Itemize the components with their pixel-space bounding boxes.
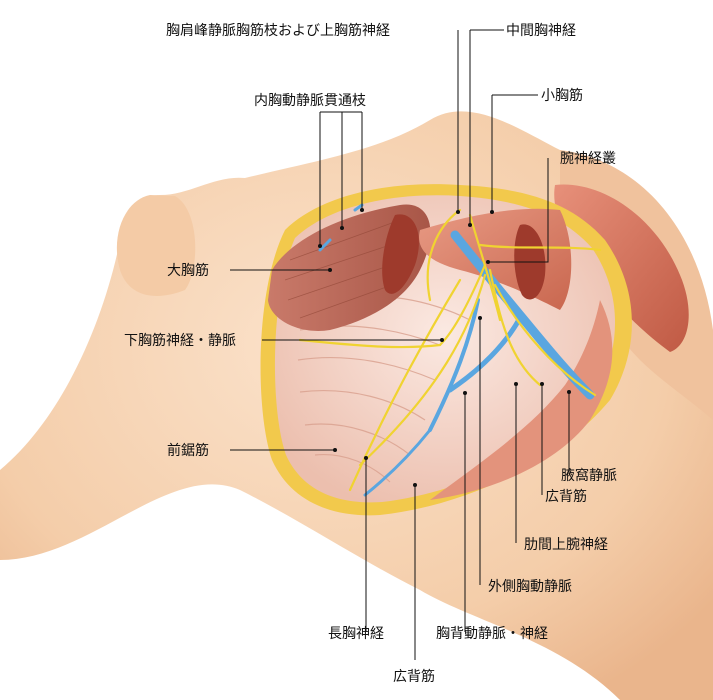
label-intercostobrachial: 肋間上腕神経 <box>524 537 608 553</box>
label-thoracodorsal: 胸背動静脈・神経 <box>436 626 548 642</box>
label-thoracoacromial: 胸肩峰静脈胸筋枝および上胸筋神経 <box>166 22 390 39</box>
label-latissimus-dorsi-bottom: 広背筋 <box>393 668 435 685</box>
label-axillary-vein: 腋窩静脈 <box>561 467 617 484</box>
breast-skin <box>116 195 196 296</box>
label-brachial-plexus: 腕神経叢 <box>560 151 616 167</box>
label-perforating-branches: 内胸動静脈貫通枝 <box>254 93 366 109</box>
label-lateral-thoracic: 外側胸動静脈 <box>488 579 572 595</box>
leader-lines <box>230 29 570 660</box>
label-inferior-pectoral: 下胸筋神経・静脈 <box>124 332 236 349</box>
label-pectoralis-major: 大胸筋 <box>167 262 209 279</box>
label-medial-pectoral-nerve: 中間胸神経 <box>506 23 576 39</box>
label-latissimus-dorsi-right: 広背筋 <box>545 488 587 505</box>
label-long-thoracic: 長胸神経 <box>328 626 384 642</box>
latissimus-dorsi-muscle <box>430 300 613 500</box>
leader-dots <box>318 208 571 487</box>
nerve-network <box>298 208 602 492</box>
vein-network <box>318 203 595 497</box>
label-serratus-anterior: 前鋸筋 <box>167 442 209 459</box>
pectoralis-major-cut-surface <box>382 214 419 294</box>
label-pectoralis-minor: 小胸筋 <box>541 87 583 104</box>
